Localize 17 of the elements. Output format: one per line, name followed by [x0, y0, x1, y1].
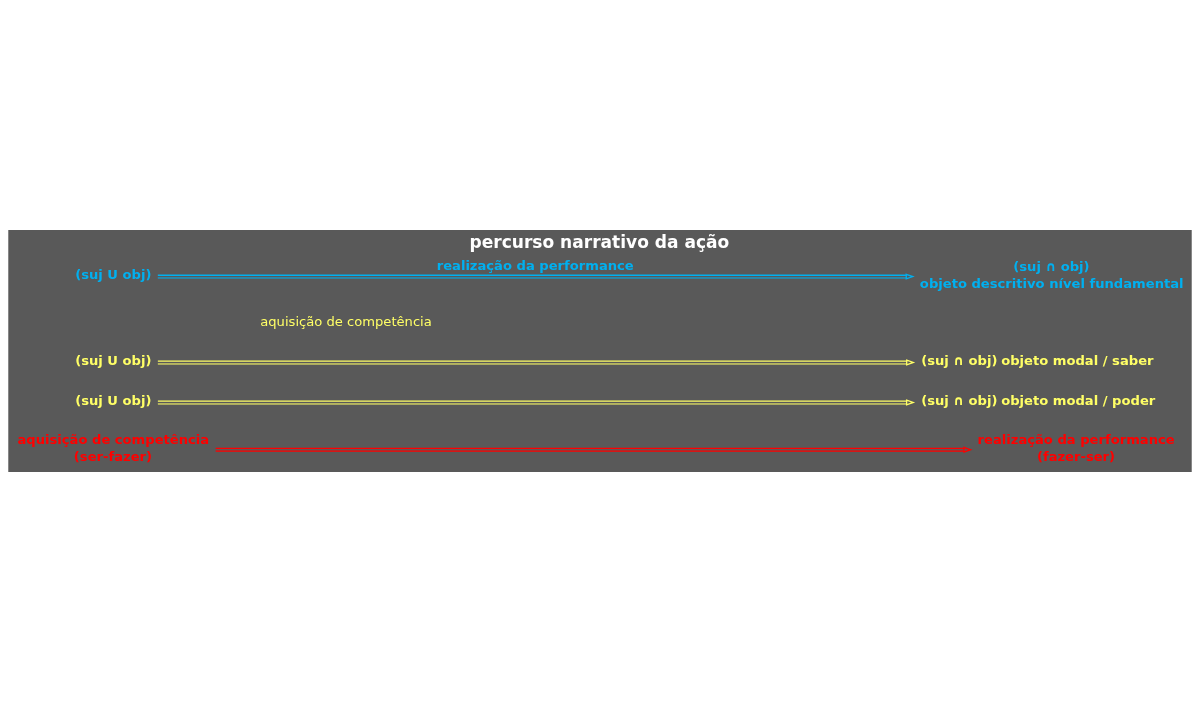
node-text: (suj ∩ obj) [921, 352, 998, 368]
edge-label: realização da performance [436, 257, 634, 273]
label: aquisição de competência [260, 313, 432, 329]
diagram-title: percurso narrativo da ação [469, 231, 730, 252]
arrow [157, 398, 916, 406]
node-text: realização da performance (fazer-ser) [977, 431, 1175, 464]
arrow [215, 446, 973, 453]
node-text: (suj U obj) [75, 266, 152, 282]
node-text: (suj U obj) [75, 352, 152, 368]
arrow [157, 272, 915, 280]
node-text: aquisição de competência (ser-fazer) [17, 431, 210, 464]
node-text: (suj ∩ obj) [921, 392, 998, 408]
node-text: (suj ∩ obj) objeto descritivo nível fundamental [919, 258, 1184, 291]
node-label: objeto modal / poder [1001, 392, 1156, 408]
node-text: (suj U obj) [75, 392, 152, 408]
arrow [157, 358, 916, 366]
node-label: objeto modal / saber [1001, 352, 1154, 368]
